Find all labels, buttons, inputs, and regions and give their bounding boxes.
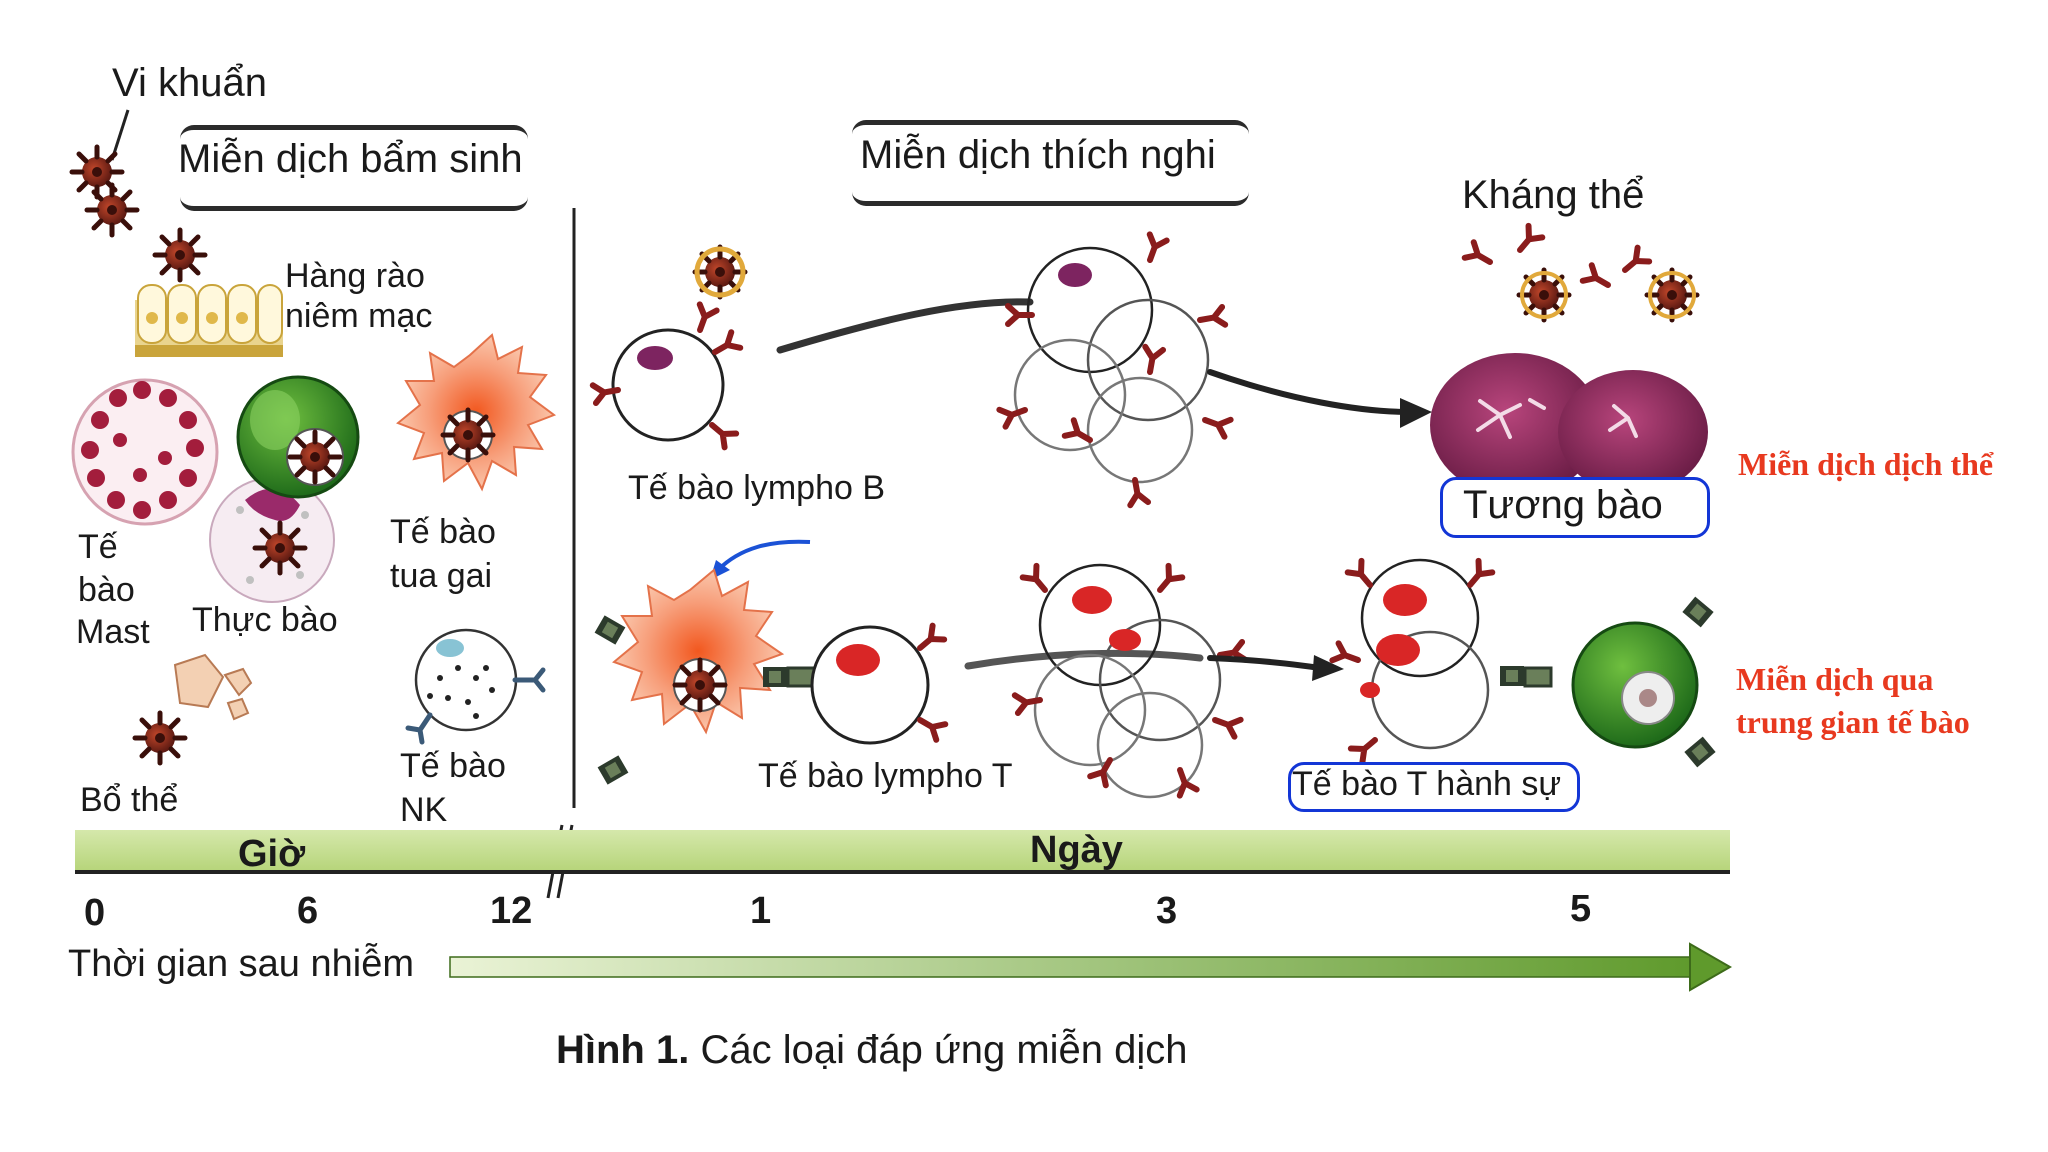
timeline-tick-5: 5 [1570, 888, 1592, 930]
caption-prefix: Hình 1. [556, 1028, 690, 1072]
mucosal-barrier-label-1: Hàng rào [285, 257, 425, 295]
antibody-label: Kháng thể [1462, 173, 1645, 217]
cell-mediated-label-2: trung gian tế bào [1736, 704, 1970, 740]
days-label: Ngày [1030, 829, 1123, 871]
adaptive-label-bracket [852, 120, 1249, 206]
timeline-tick-1: 1 [750, 890, 772, 932]
dendritic-cell-label-2: tua gai [390, 557, 493, 595]
complement-label: Bổ thể [80, 781, 179, 819]
nk-cell-label-2: NK [400, 791, 448, 829]
mast-cell-label-1: Tế [78, 528, 118, 566]
timeline-tick-6: 6 [297, 890, 319, 932]
humoral-immunity-label: Miễn dịch dịch thể [1738, 446, 1994, 482]
innate-immunity-label: Miễn dịch bẩm sinh [178, 137, 523, 181]
dendritic-cell-label-1: Tế bào [390, 513, 496, 551]
time-axis-label: Thời gian sau nhiễm [68, 943, 414, 985]
plasma-cell-label: Tương bào [1463, 483, 1663, 527]
adaptive-immunity-label: Miễn dịch thích nghi [860, 133, 1216, 177]
t-lymphocyte-label: Tế bào lympho T [758, 757, 1013, 795]
mast-cell-label-2: bào [78, 571, 135, 609]
bacteria-label: Vi khuẩn [112, 61, 267, 105]
nk-cell-label-1: Tế bào [400, 747, 506, 785]
effector-t-cell-box [1288, 762, 1580, 812]
caption-text: Các loại đáp ứng miễn dịch [700, 1028, 1188, 1072]
effector-t-cell-label: Tế bào T hành sự [1292, 765, 1562, 803]
timeline-banner [75, 830, 1730, 874]
plasma-cell-box [1440, 477, 1710, 538]
timeline-tick-3: 3 [1156, 890, 1178, 932]
cell-mediated-label-1: Miễn dịch qua [1736, 661, 1934, 697]
hours-label: Giờ [238, 833, 306, 875]
timeline-tick-0: 0 [84, 892, 106, 934]
timeline-tick-12: 12 [490, 890, 533, 932]
figure-caption: Hình 1. Các loại đáp ứng miễn dịch [556, 1028, 1188, 1073]
mast-cell-label-3: Mast [76, 613, 150, 651]
phagocyte-label: Thực bào [192, 601, 338, 639]
b-lymphocyte-label: Tế bào lympho B [628, 469, 886, 507]
mucosal-barrier-label-2: niêm mạc [285, 297, 433, 335]
innate-label-bracket [180, 125, 528, 211]
